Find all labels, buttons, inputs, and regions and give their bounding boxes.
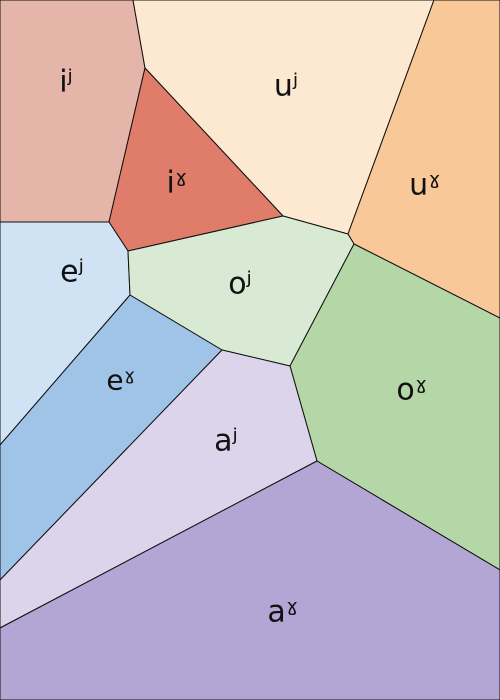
region-uj-label: uʲ bbox=[274, 69, 298, 104]
region-agamma: aˠ bbox=[0, 460, 500, 700]
region-egamma-shape bbox=[0, 294, 223, 581]
region-igamma: iˠ bbox=[108, 67, 284, 252]
region-agamma-shape bbox=[0, 460, 500, 700]
region-egamma-label: eˠ bbox=[106, 364, 135, 397]
region-ugamma-label: uˠ bbox=[409, 168, 441, 203]
region-igamma-label: iˠ bbox=[166, 166, 187, 201]
region-egamma: eˠ bbox=[0, 294, 223, 581]
region-ij-label: iʲ bbox=[59, 65, 73, 100]
region-ogamma: oˠ bbox=[289, 243, 500, 571]
region-ogamma-label: oˠ bbox=[396, 373, 427, 408]
region-ej-label: eʲ bbox=[60, 255, 84, 290]
region-aj-label: aʲ bbox=[214, 424, 238, 459]
region-agamma-label: aˠ bbox=[267, 595, 298, 630]
region-oj-label: oʲ bbox=[228, 267, 252, 302]
region-ugamma: uˠ bbox=[347, 0, 500, 319]
